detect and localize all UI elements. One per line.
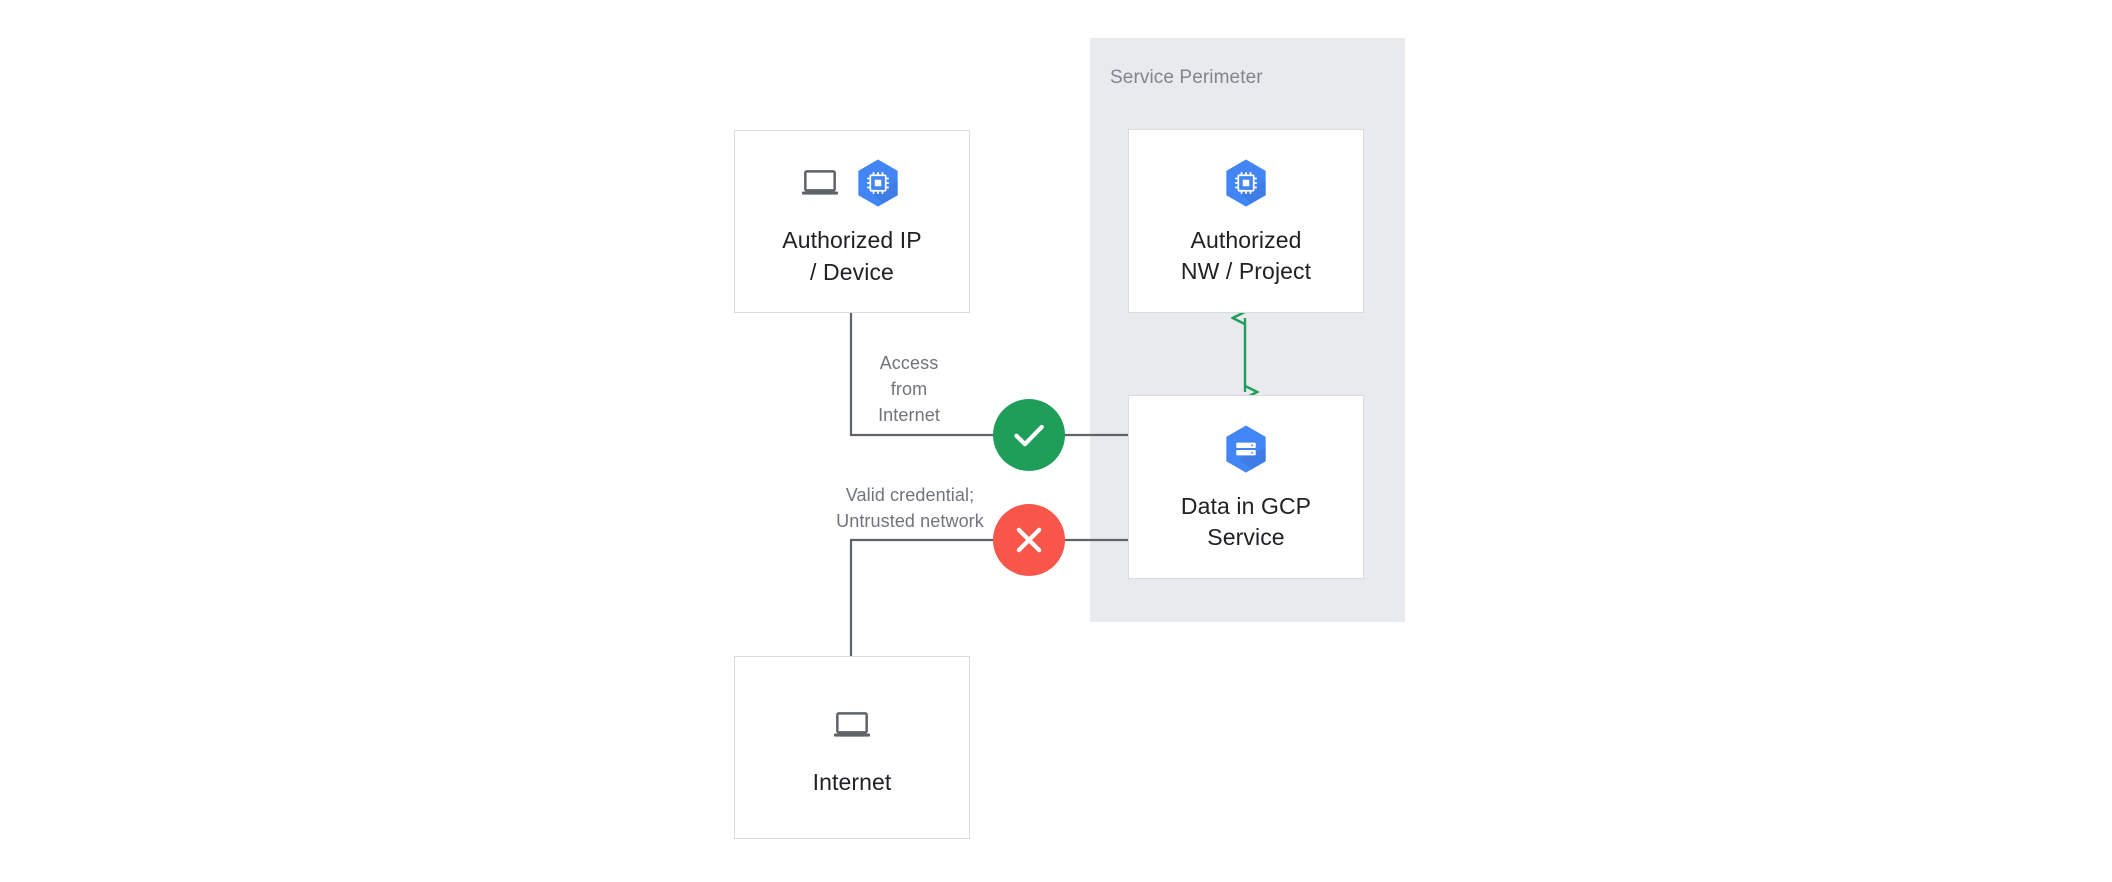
- gcp-storage-hexagon-icon: [1226, 425, 1266, 473]
- node-icon-group: [800, 155, 904, 211]
- node-authorized-nw-project[interactable]: Authorized NW / Project: [1128, 129, 1364, 313]
- gcp-compute-hexagon-icon: [1226, 159, 1266, 207]
- node-icon-group: [832, 697, 872, 753]
- link-denied-left: [849, 538, 997, 657]
- node-data-in-gcp-service[interactable]: Data in GCP Service: [1128, 395, 1364, 579]
- laptop-icon: [802, 170, 838, 196]
- node-icon-group: [1220, 421, 1272, 477]
- node-icon-group: [1220, 155, 1272, 211]
- edge-label-access-from-internet: Access from Internet: [878, 353, 940, 426]
- close-x-icon: [1016, 527, 1042, 553]
- node-label: Internet: [812, 768, 892, 795]
- service-perimeter-label: Service Perimeter: [1110, 67, 1263, 88]
- node-internet[interactable]: Internet: [734, 656, 970, 839]
- status-badge-deny[interactable]: [993, 504, 1065, 576]
- laptop-icon: [834, 712, 870, 737]
- node-label: Data in GCP Service: [1180, 492, 1312, 550]
- gcp-compute-hexagon-icon: [858, 159, 898, 208]
- status-badge-allow[interactable]: [993, 399, 1065, 471]
- node-label: Authorized IP / Device: [782, 227, 922, 285]
- edge-label-valid-credential: Valid credential; Untrusted network: [836, 485, 984, 532]
- node-label: Authorized NW / Project: [1180, 226, 1312, 284]
- node-authorized-ip-device[interactable]: Authorized IP / Device: [734, 130, 970, 313]
- check-icon: [1014, 424, 1044, 447]
